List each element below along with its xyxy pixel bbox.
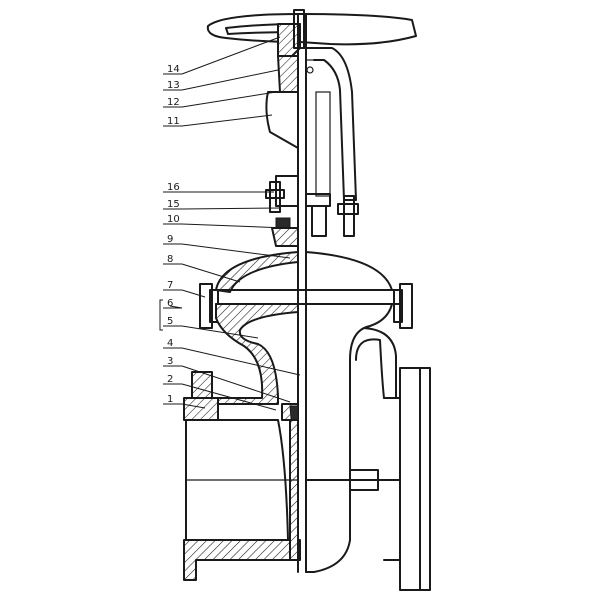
callout-label-11: 11	[167, 116, 180, 127]
yoke	[265, 47, 357, 207]
callout-leader-7	[181, 289, 206, 298]
valve-body-outline	[305, 303, 431, 591]
callout-label-6: 6	[167, 298, 173, 309]
valve-body-section	[183, 303, 301, 581]
callout-leader-6	[169, 305, 183, 309]
callout-leader-8	[181, 263, 241, 283]
callout-label-14: 14	[167, 64, 180, 75]
callout-bracket	[159, 299, 163, 331]
callout-leader-3	[181, 365, 291, 403]
callout-leader-11	[181, 114, 273, 127]
callout-leader-9	[181, 243, 291, 259]
callout-label-1: 1	[167, 394, 173, 405]
callout-label-3: 3	[167, 356, 173, 367]
callout-group: 14 13 12 11 16 15 10 9 8 7 6 5 4 3 2 1	[159, 36, 301, 411]
callout-leader-15	[181, 207, 281, 210]
callout-leader-10	[181, 223, 287, 229]
callout-leader-13	[181, 69, 279, 91]
callout-label-8: 8	[167, 254, 173, 265]
callout-leader-4	[181, 347, 301, 376]
callout-label-12: 12	[167, 97, 180, 108]
callout-label-7: 7	[167, 280, 173, 291]
callout-label-10: 10	[167, 214, 180, 225]
handwheel	[206, 9, 417, 59]
callout-leader-2	[181, 383, 277, 411]
callout-label-2: 2	[167, 374, 173, 385]
callout-leader-14	[181, 36, 281, 75]
bonnet	[215, 251, 401, 305]
callout-label-13: 13	[167, 80, 180, 91]
callout-label-16: 16	[167, 182, 180, 193]
callout-leader-5	[181, 325, 259, 339]
callout-label-15: 15	[167, 199, 180, 210]
callout-label-9: 9	[167, 234, 173, 245]
callout-leader-12	[181, 91, 277, 108]
callout-leader-1	[181, 403, 206, 409]
callout-label-5: 5	[167, 316, 173, 327]
callout-label-4: 4	[167, 338, 173, 349]
gland-bolts	[265, 181, 359, 247]
